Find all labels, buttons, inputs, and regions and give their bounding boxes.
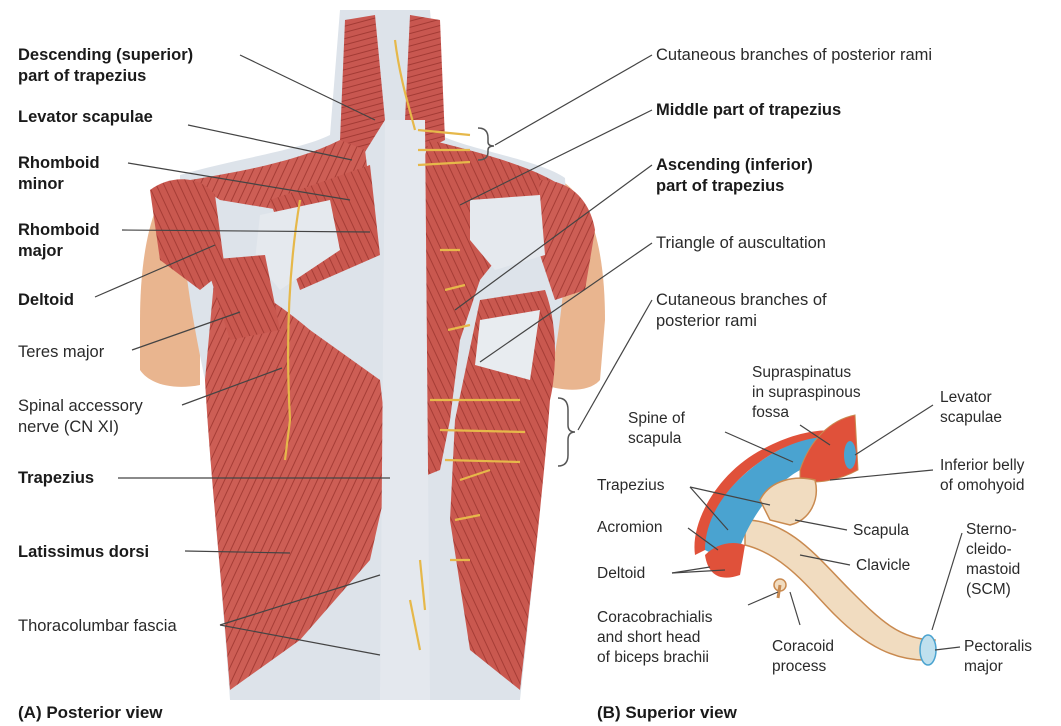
label-cutaneous-branches-1: Cutaneous branches of posterior rami bbox=[656, 45, 932, 66]
label-deltoid-b: Deltoid bbox=[597, 564, 645, 584]
label-rhomboid-minor: Rhomboid minor bbox=[18, 153, 100, 195]
label-coracobrachialis: Coracobrachialis and short head of bicep… bbox=[597, 608, 712, 668]
label-triangle-auscultation: Triangle of auscultation bbox=[656, 233, 826, 254]
label-cutaneous-branches-2: Cutaneous branches of posterior rami bbox=[656, 290, 827, 332]
label-rhomboid-major: Rhomboid major bbox=[18, 220, 100, 262]
levator-end bbox=[844, 441, 856, 469]
spine-fascia bbox=[380, 120, 430, 700]
label-spine-of-scapula: Spine of scapula bbox=[628, 409, 685, 449]
label-levator-scapulae: Levator scapulae bbox=[18, 107, 153, 128]
label-levator-scapulae-b: Levator scapulae bbox=[940, 388, 1002, 428]
label-pectoralis-major: Pectoralis major bbox=[964, 637, 1032, 677]
label-descending-trapezius: Descending (superior) part of trapezius bbox=[18, 45, 193, 87]
label-coracoid-process: Coracoid process bbox=[772, 637, 834, 677]
label-trapezius-b: Trapezius bbox=[597, 476, 664, 496]
caption-superior-view: (B) Superior view bbox=[597, 703, 737, 723]
label-supraspinatus: Supraspinatus in supraspinous fossa bbox=[752, 363, 861, 423]
label-inferior-belly-omohyoid: Inferior belly of omohyoid bbox=[940, 456, 1024, 496]
label-ascending-trapezius: Ascending (inferior) part of trapezius bbox=[656, 155, 813, 197]
label-acromion: Acromion bbox=[597, 518, 662, 538]
label-spinal-accessory-nerve: Spinal accessory nerve (CN XI) bbox=[18, 396, 143, 438]
label-deltoid-a: Deltoid bbox=[18, 290, 74, 311]
label-teres-major: Teres major bbox=[18, 342, 104, 363]
label-scapula: Scapula bbox=[853, 521, 909, 541]
caption-posterior-view: (A) Posterior view bbox=[18, 703, 163, 723]
label-thoracolumbar-fascia: Thoracolumbar fascia bbox=[18, 616, 177, 637]
brace-bottom bbox=[558, 398, 575, 466]
scm-end bbox=[920, 635, 936, 665]
label-trapezius-a: Trapezius bbox=[18, 468, 94, 489]
label-clavicle: Clavicle bbox=[856, 556, 910, 576]
label-latissimus-dorsi: Latissimus dorsi bbox=[18, 542, 149, 563]
label-sternocleidomastoid: Sterno- cleido- mastoid (SCM) bbox=[966, 520, 1020, 600]
label-middle-trapezius: Middle part of trapezius bbox=[656, 100, 841, 121]
